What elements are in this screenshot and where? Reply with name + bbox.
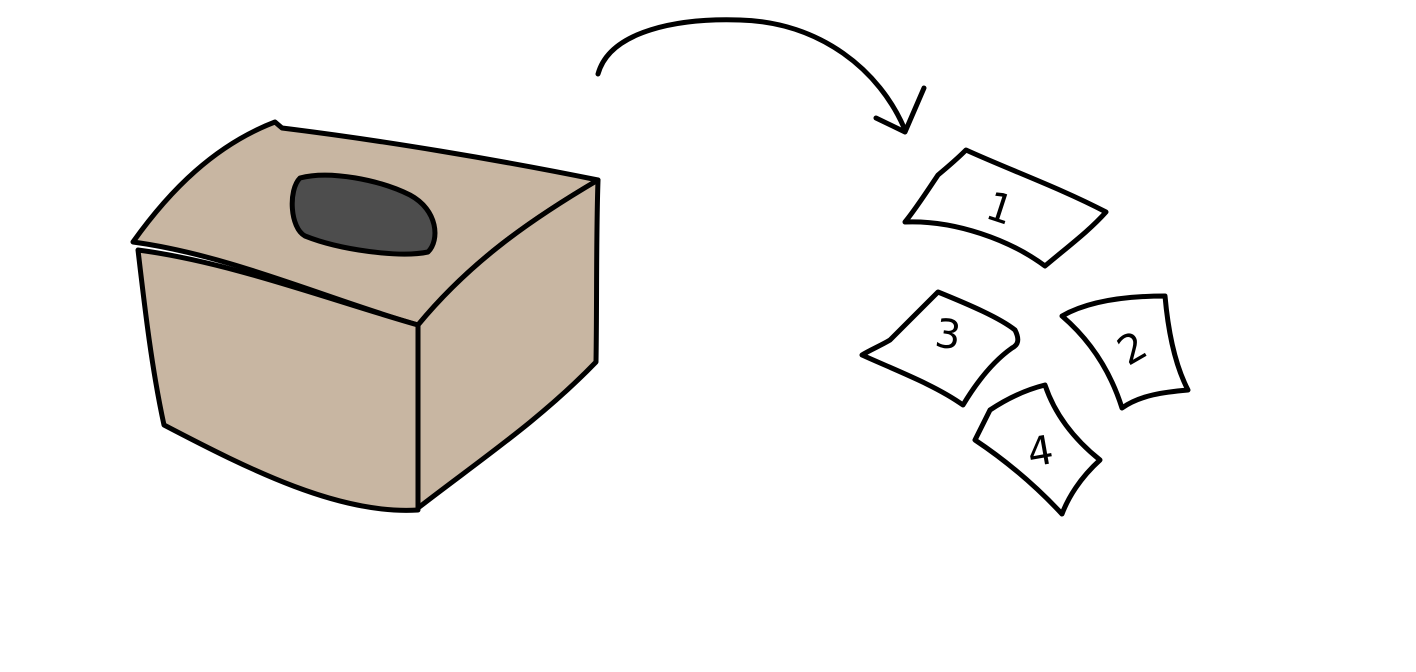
slip-3: 3	[859, 289, 1021, 408]
box-ballot-slot	[289, 172, 438, 257]
slip-2-paper	[1059, 293, 1191, 411]
slip-2: 2	[1059, 293, 1191, 411]
box-front-face	[135, 247, 421, 513]
ballot-box	[130, 119, 601, 513]
curved-arrow	[595, 17, 927, 135]
slip-4: 4	[972, 382, 1103, 517]
box-side-face	[415, 177, 601, 511]
arrow-head	[873, 85, 927, 135]
slip-4-paper	[972, 382, 1103, 517]
slip-3-number: 3	[932, 310, 964, 359]
slip-3-paper	[859, 289, 1021, 408]
arrow-arc	[595, 17, 908, 133]
slip-1-paper	[902, 147, 1109, 269]
slip-1: 1	[902, 147, 1109, 269]
